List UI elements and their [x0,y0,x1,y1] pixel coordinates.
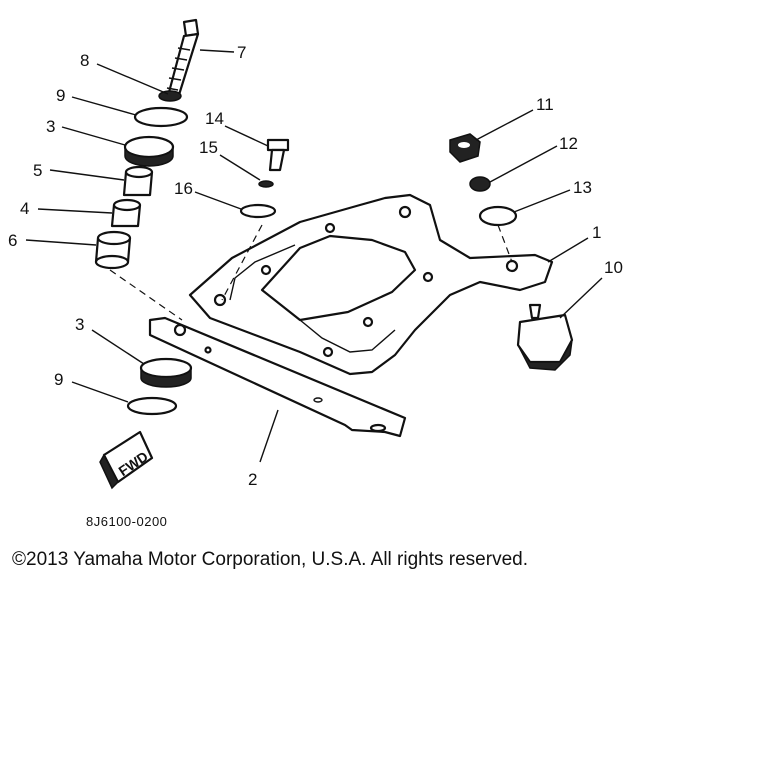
callout-3-bottom: 3 [75,315,84,334]
assembly-axis-left [109,269,183,321]
engine-mount-part-10 [516,303,574,371]
collar-part-4 [110,198,142,228]
washer-part-12 [469,176,491,192]
callout-9-bottom: 9 [54,370,63,389]
diagram-code: 8J6100-0200 [86,514,168,529]
lock-washer-part-8 [158,90,182,102]
callout-8: 8 [80,51,89,70]
callout-10: 10 [604,258,623,277]
damper-part-3-bottom [139,357,193,388]
callout-2: 2 [248,470,257,489]
washer-part-9-top [133,106,189,128]
callout-9-top: 9 [56,86,65,105]
bolt-part-7 [166,18,200,100]
callouts: 7 8 9 3 5 4 6 14 15 16 11 12 13 1 10 3 9… [8,43,623,489]
assembly-axis-center [221,224,263,301]
callout-7: 7 [237,43,246,62]
callout-15: 15 [199,138,218,157]
callout-1: 1 [592,223,601,242]
collar-part-5 [122,165,154,197]
copyright-notice: ©2013 Yamaha Motor Corporation, U.S.A. A… [12,549,528,570]
washer-part-9-bottom [126,396,178,416]
callout-6: 6 [8,231,17,250]
damper-part-13 [478,205,518,227]
assembly-axis-right [497,224,513,263]
callout-13: 13 [573,178,592,197]
lock-washer-part-15 [258,180,274,188]
damper-part-6 [94,230,132,270]
damper-part-3-top [123,135,175,167]
engine-mount-exploded-diagram: FWD 7 8 9 3 5 4 6 14 15 16 11 12 13 [8,18,623,490]
callout-16: 16 [174,179,193,198]
callout-14: 14 [205,109,224,128]
lower-plate [148,316,407,438]
callout-11: 11 [536,95,554,114]
callout-12: 12 [559,134,578,153]
forward-direction-tag: FWD [99,430,154,490]
washer-part-16 [239,203,277,219]
leader-lines [25,49,603,463]
engine-bracket [188,193,554,376]
callout-5: 5 [33,161,42,180]
nut-part-11 [449,133,481,163]
callout-4: 4 [20,199,29,218]
callout-3-top: 3 [46,117,55,136]
bolt-part-14 [266,138,290,172]
